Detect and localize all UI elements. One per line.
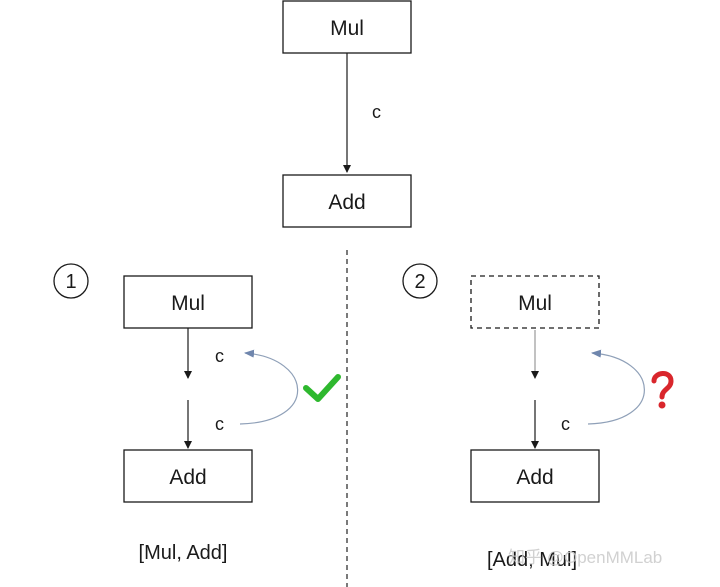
case1-mul-label: Mul [171,292,205,315]
check-icon [303,374,341,402]
case2-reuse-curve [587,349,645,425]
case1-edge-label-top: c [215,346,224,366]
top-edge-label: c [372,102,381,122]
top-mul-label: Mul [330,17,364,40]
case2-mul-label: Mul [518,292,552,315]
case1-marker-circle [53,263,89,299]
case1-marker-number: 1 [65,271,76,293]
case2-order-caption: [Add, Mul] [487,549,577,571]
question-icon [651,371,674,409]
case1-add-node [123,449,253,503]
case2-mul-node-removed [470,275,600,329]
case1-graph: 1 Mul c c Add [Mul, Add] [53,263,341,564]
case1-order-caption: [Mul, Add] [139,542,228,564]
case2-edge-label-bottom: c [561,414,570,434]
watermark-text: 知乎 @OpenMMLab [508,548,662,567]
case2-marker-circle [402,263,438,299]
case2-add-label: Add [516,466,553,489]
case1-add-label: Add [169,466,206,489]
case2-graph: 2 Mul c Add [Add, Mul] [402,263,674,571]
case2-marker-number: 2 [414,271,425,293]
top-add-node [282,174,412,228]
top-mul-node [282,0,412,54]
case1-edge-label-bottom: c [215,414,224,434]
case2-add-node [470,449,600,503]
top-add-label: Add [328,191,365,214]
case1-reuse-curve [239,349,299,425]
top-graph: Mul c Add [282,0,412,228]
